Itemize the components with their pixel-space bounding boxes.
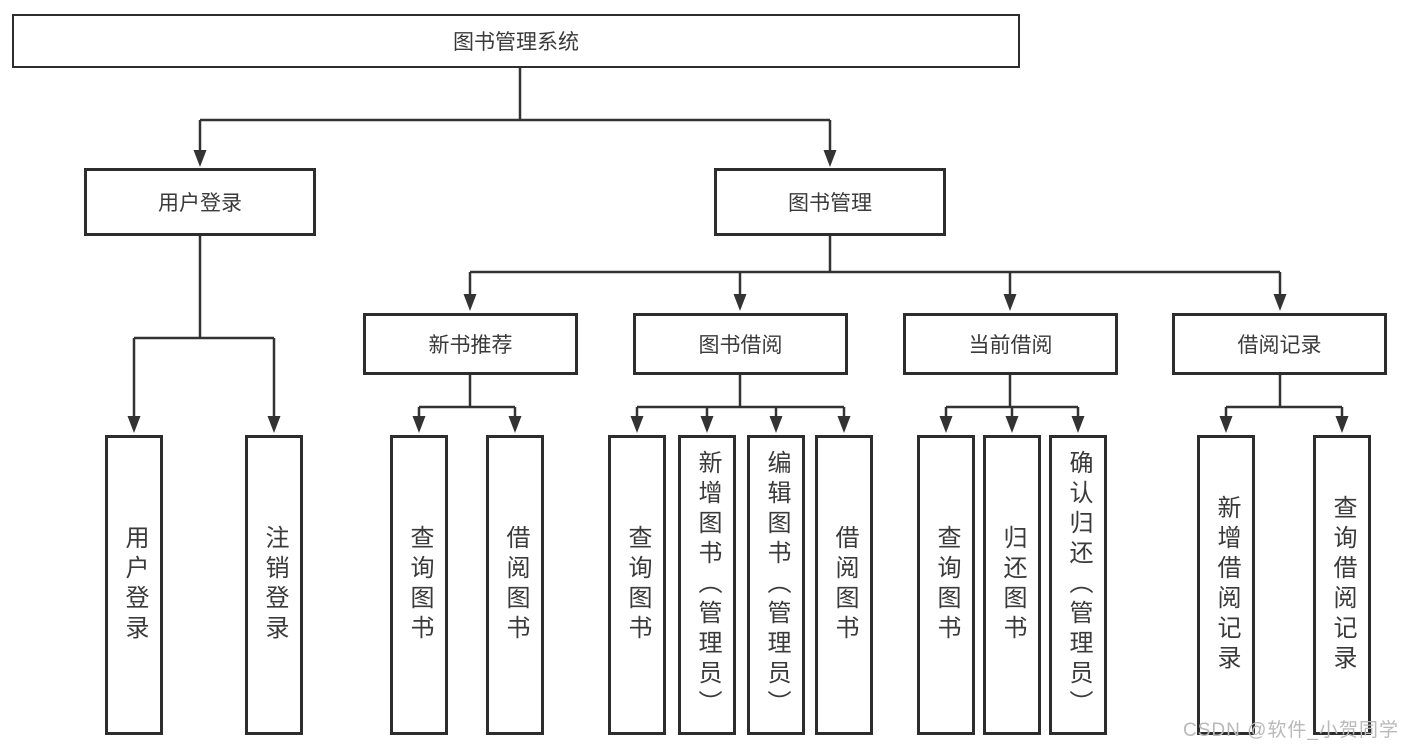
leaf-label: 编辑图书（管理员）: [763, 450, 790, 720]
leaf-label: 新增借阅记录: [1213, 495, 1240, 675]
node-leaf-confirm-return-admin: 确认归还（管理员）: [1049, 435, 1107, 735]
leaf-label: 注销登录: [261, 525, 288, 645]
node-leaf-query-book-1: 查询图书: [390, 435, 448, 735]
leaf-label: 查询图书: [933, 525, 960, 645]
node-leaf-query-book-3: 查询图书: [917, 435, 975, 735]
node-leaf-borrow-book-2: 借阅图书: [815, 435, 873, 735]
node-leaf-add-book-admin: 新增图书（管理员）: [678, 435, 736, 735]
node-book-borrow: 图书借阅: [633, 313, 848, 375]
node-leaf-query-book-2: 查询图书: [608, 435, 666, 735]
node-current-borrow: 当前借阅: [903, 313, 1118, 375]
leaf-label: 查询借阅记录: [1329, 495, 1356, 675]
node-leaf-user-login: 用户登录: [105, 435, 163, 735]
node-user-login: 用户登录: [84, 168, 316, 236]
leaf-label: 查询图书: [406, 525, 433, 645]
node-leaf-query-borrow-record: 查询借阅记录: [1313, 435, 1371, 735]
leaf-label: 归还图书: [999, 525, 1026, 645]
leaf-label: 用户登录: [121, 525, 148, 645]
node-leaf-borrow-book-1: 借阅图书: [486, 435, 544, 735]
leaf-label: 借阅图书: [831, 525, 858, 645]
node-leaf-add-borrow-record: 新增借阅记录: [1197, 435, 1255, 735]
leaf-label: 确认归还（管理员）: [1065, 450, 1092, 720]
node-book-management: 图书管理: [714, 168, 946, 236]
leaf-label: 新增图书（管理员）: [694, 450, 721, 720]
node-leaf-logout: 注销登录: [245, 435, 303, 735]
leaf-label: 查询图书: [624, 525, 651, 645]
node-library-management-system: 图书管理系统: [12, 14, 1020, 68]
node-new-book-recommend: 新书推荐: [363, 313, 578, 375]
node-borrow-records: 借阅记录: [1172, 313, 1387, 375]
node-leaf-edit-book-admin: 编辑图书（管理员）: [747, 435, 805, 735]
leaf-label: 借阅图书: [502, 525, 529, 645]
node-leaf-return-book: 归还图书: [983, 435, 1041, 735]
csdn-watermark: CSDN @软件_小贺同学: [1183, 720, 1399, 741]
